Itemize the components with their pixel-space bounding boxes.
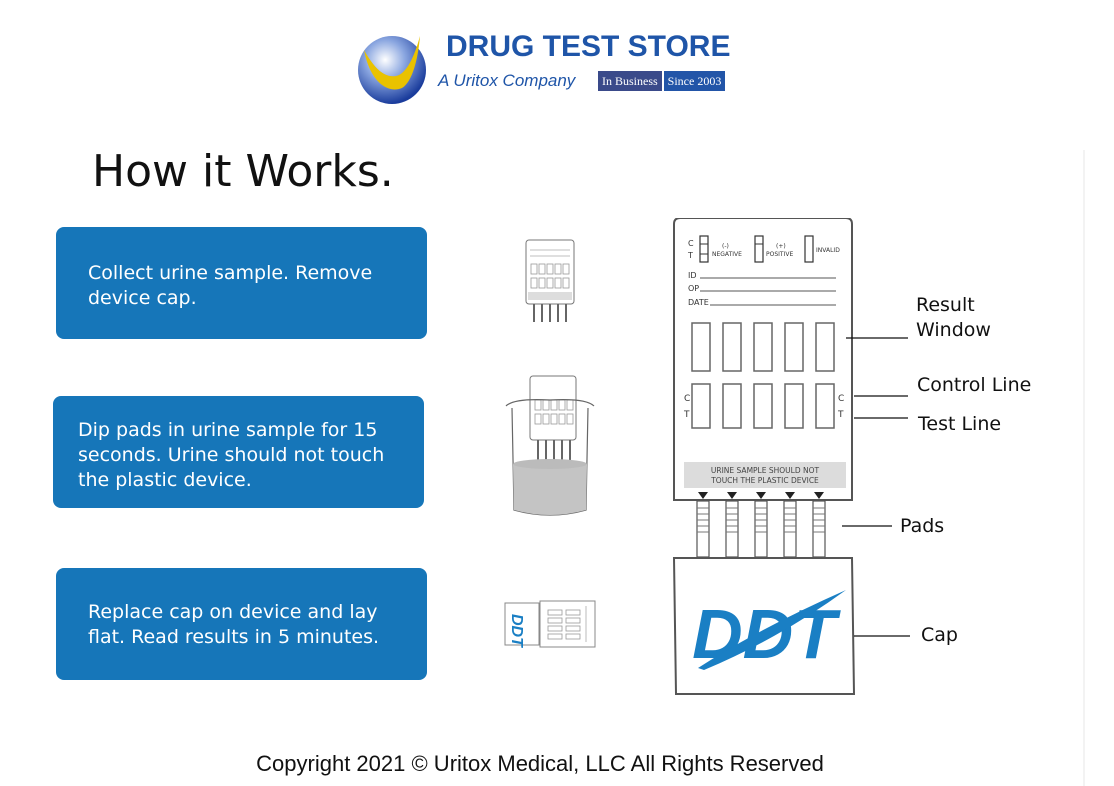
legend-invalid: INVALID	[816, 247, 840, 254]
logo-title: DRUG TEST STORE	[446, 30, 731, 63]
field-date: DATE	[688, 298, 709, 307]
step-text-line: Collect urine sample. Remove	[88, 262, 373, 284]
legend-positive: POSITIVE	[766, 251, 793, 258]
label-test-line: Test Line	[918, 413, 1002, 435]
arrow-markers	[698, 492, 824, 499]
label-result-window: Result Window	[916, 293, 991, 343]
device-flat-icon: DDT	[504, 600, 596, 648]
legend-c: C	[688, 239, 694, 248]
step-text-line: Replace cap on device and lay	[88, 601, 378, 623]
drug-test-cup-device: C T (-) NEGATIVE (+) POSITIVE INVALID ID…	[672, 218, 856, 695]
page-title: How it Works.	[92, 146, 394, 197]
step-text-line: flat. Read results in 5 minutes.	[88, 626, 380, 648]
step-text-line: Dip pads in urine sample for 15	[78, 419, 378, 441]
legend-negative-sign: (-)	[722, 243, 729, 250]
label-control-line: Control Line	[917, 374, 1032, 396]
logo-subtitle: A Uritox Company	[438, 71, 576, 90]
step-collect-sample: Collect urine sample. Remove device cap.	[56, 227, 427, 339]
badge-in-business: In Business	[598, 71, 662, 91]
step-text-line: the plastic device.	[78, 469, 252, 491]
side-c-right: C	[838, 394, 844, 404]
step-text-line: seconds. Urine should not touch	[78, 444, 385, 466]
side-c-left: C	[684, 394, 690, 404]
step-replace-cap: Replace cap on device and lay flat. Read…	[56, 568, 427, 680]
label-pads: Pads	[900, 515, 945, 537]
field-id: ID	[688, 271, 697, 280]
label-cap: Cap	[921, 624, 958, 646]
leader-lines	[842, 337, 910, 637]
result-window-row	[691, 322, 835, 429]
legend-negative: NEGATIVE	[712, 251, 742, 258]
copyright-footer: Copyright 2021 © Uritox Medical, LLC All…	[256, 751, 824, 776]
svg-text:DDT: DDT	[508, 614, 525, 648]
in-business-badge: In Business Since 2003	[598, 71, 726, 91]
device-uncapped-icon	[525, 239, 575, 322]
label-result-window-line2: Window	[916, 319, 991, 341]
device-body	[673, 218, 853, 501]
side-t-left: T	[683, 410, 690, 420]
urine-cup-dip-icon	[505, 375, 595, 516]
warning-line-2: TOUCH THE PLASTIC DEVICE	[710, 476, 819, 485]
warning-line-1: URINE SAMPLE SHOULD NOT	[711, 466, 820, 475]
step-text-line: device cap.	[88, 287, 197, 309]
legend-positive-sign: (+)	[776, 243, 786, 250]
side-t-right: T	[837, 410, 844, 420]
label-result-window-line1: Result	[916, 294, 975, 316]
drug-test-store-logo-icon	[358, 36, 426, 104]
step-dip-pads: Dip pads in urine sample for 15 seconds.…	[53, 396, 424, 508]
field-op: OP	[688, 284, 699, 293]
cap-logo-swoosh-icon	[698, 590, 846, 670]
legend-t: T	[687, 251, 693, 260]
badge-since: Since 2003	[663, 71, 726, 91]
divider	[1083, 150, 1085, 786]
pads-group	[696, 500, 826, 558]
